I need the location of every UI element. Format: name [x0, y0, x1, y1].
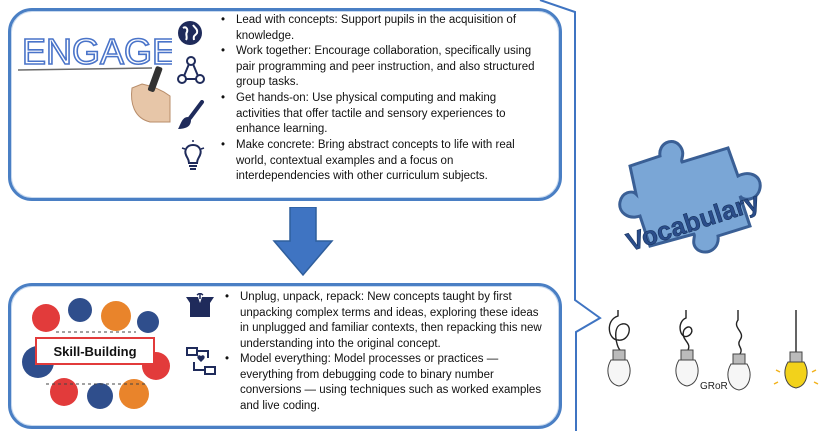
- tangled-bulbs-illustration: [607, 310, 819, 391]
- vocabulary-puzzle: Vocabulary: [618, 140, 764, 257]
- paintbrush-icon: [178, 100, 204, 129]
- list-item: Lead with concepts: Support pupils in th…: [218, 13, 540, 44]
- list-item: Model everything: Model processes or pra…: [222, 352, 544, 414]
- engage-logo: ENGAGE: [17, 30, 172, 123]
- lightbulb-icon: [181, 140, 205, 170]
- skill-bullet-list: Unplug, unpack, repack: New concepts tau…: [222, 290, 544, 414]
- gror-label: GRoR: [700, 381, 728, 392]
- open-box-icon: [186, 293, 214, 317]
- list-item: Make concrete: Bring abstract concepts t…: [218, 138, 540, 185]
- svg-text:ENGAGE: ENGAGE: [22, 31, 172, 72]
- list-item: Get hands-on: Use physical computing and…: [218, 91, 540, 138]
- list-item: Work together: Encourage collaboration, …: [218, 44, 540, 91]
- process-flow-icon: [186, 347, 216, 375]
- skill-building-illustration: Skill-Building: [22, 298, 170, 409]
- network-icon: [177, 56, 205, 84]
- engage-bullet-list: Lead with concepts: Support pupils in th…: [218, 13, 540, 185]
- down-arrow: [272, 207, 334, 277]
- list-item: Unplug, unpack, repack: New concepts tau…: [222, 290, 544, 352]
- globe-icon: [178, 21, 202, 45]
- svg-text:Skill-Building: Skill-Building: [53, 344, 136, 359]
